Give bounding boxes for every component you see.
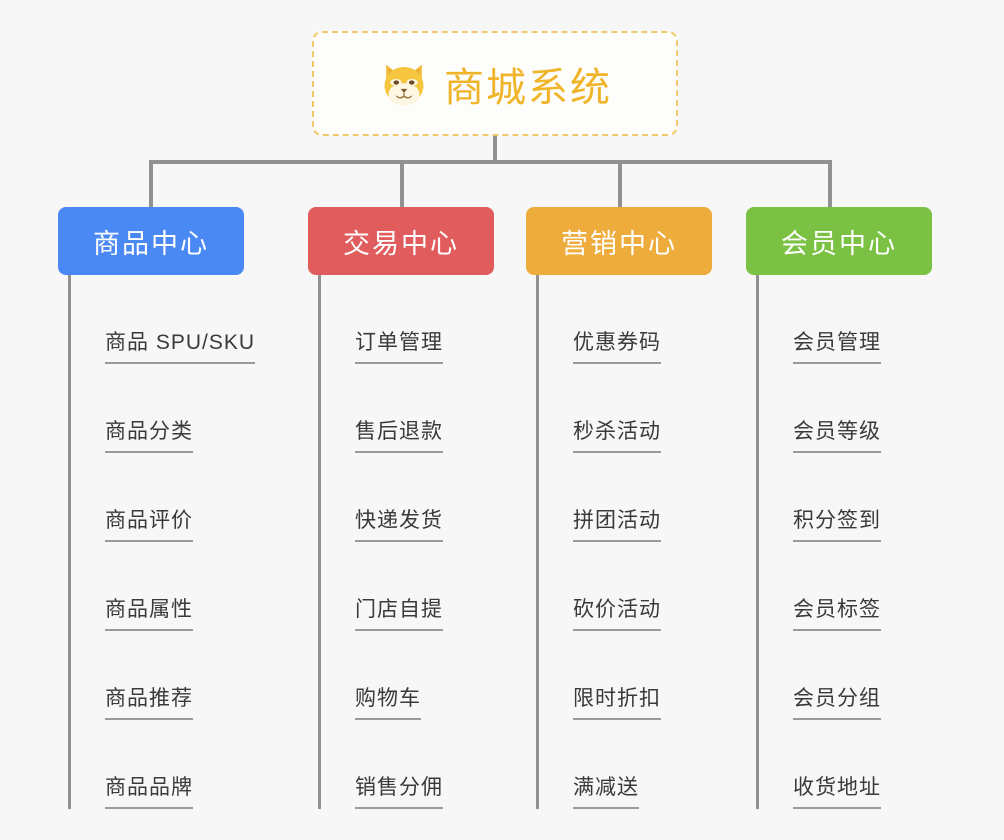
- leaf-item[interactable]: 商品 SPU/SKU: [71, 275, 256, 364]
- branch-column-4: 会员中心 会员管理 会员等级 积分签到 会员标签 会员分组 收货地址: [746, 207, 936, 809]
- category-header-4[interactable]: 会员中心: [746, 207, 932, 275]
- leaf-item[interactable]: 积分签到: [759, 453, 936, 542]
- leaf-item[interactable]: 收货地址: [759, 720, 936, 809]
- leaf-label: 积分签到: [793, 509, 881, 542]
- connector-horizontal-bus: [149, 160, 832, 164]
- leaf-label: 会员分组: [793, 687, 881, 720]
- leaf-item[interactable]: 商品属性: [71, 542, 248, 631]
- branch-column-3: 营销中心 优惠券码 秒杀活动 拼团活动 砍价活动 限时折扣 满减送: [526, 207, 716, 809]
- leaf-item[interactable]: 秒杀活动: [539, 364, 716, 453]
- leaf-item[interactable]: 会员分组: [759, 631, 936, 720]
- connector-drop-2: [400, 160, 404, 207]
- root-title: 商城系统: [444, 65, 612, 110]
- category-header-2[interactable]: 交易中心: [308, 207, 494, 275]
- connector-drop-1: [149, 160, 153, 207]
- leaf-label: 快递发货: [355, 509, 443, 542]
- leaf-label: 秒杀活动: [573, 420, 661, 453]
- leaf-label: 门店自提: [355, 598, 443, 631]
- leaf-list-1: 商品 SPU/SKU 商品分类 商品评价 商品属性 商品推荐 商品品牌: [68, 275, 256, 809]
- leaf-label: 拼团活动: [573, 509, 661, 542]
- leaf-item[interactable]: 会员标签: [759, 542, 936, 631]
- branch-column-2: 交易中心 订单管理 售后退款 快递发货 门店自提 购物车 销售分佣: [308, 207, 498, 809]
- leaf-label: 商品品牌: [105, 776, 193, 809]
- leaf-label: 收货地址: [793, 776, 881, 809]
- leaf-item[interactable]: 限时折扣: [539, 631, 716, 720]
- leaf-item[interactable]: 订单管理: [321, 275, 498, 364]
- connector-drop-4: [828, 160, 832, 207]
- leaf-label: 限时折扣: [573, 687, 661, 720]
- leaf-item[interactable]: 购物车: [321, 631, 498, 720]
- leaf-item[interactable]: 会员等级: [759, 364, 936, 453]
- leaf-list-3: 优惠券码 秒杀活动 拼团活动 砍价活动 限时折扣 满减送: [536, 275, 716, 809]
- shiba-dog-icon: [378, 58, 430, 110]
- leaf-item[interactable]: 商品分类: [71, 364, 248, 453]
- leaf-label: 订单管理: [355, 331, 443, 364]
- leaf-label: 商品分类: [105, 420, 193, 453]
- leaf-item[interactable]: 砍价活动: [539, 542, 716, 631]
- connector-root-stem: [493, 136, 497, 163]
- leaf-label: 购物车: [355, 687, 421, 720]
- leaf-label: 商品评价: [105, 509, 193, 542]
- leaf-item[interactable]: 商品评价: [71, 453, 248, 542]
- leaf-item[interactable]: 快递发货: [321, 453, 498, 542]
- connector-drop-3: [618, 160, 622, 207]
- leaf-item[interactable]: 会员管理: [759, 275, 936, 364]
- leaf-list-4: 会员管理 会员等级 积分签到 会员标签 会员分组 收货地址: [756, 275, 936, 809]
- leaf-label: 优惠券码: [573, 331, 661, 364]
- leaf-item[interactable]: 商品推荐: [71, 631, 248, 720]
- leaf-label: 售后退款: [355, 420, 443, 453]
- leaf-label: 满减送: [573, 776, 639, 809]
- leaf-item[interactable]: 优惠券码: [539, 275, 716, 364]
- leaf-item[interactable]: 满减送: [539, 720, 716, 809]
- category-header-3[interactable]: 营销中心: [526, 207, 712, 275]
- leaf-item[interactable]: 销售分佣: [321, 720, 498, 809]
- leaf-item[interactable]: 拼团活动: [539, 453, 716, 542]
- leaf-item[interactable]: 门店自提: [321, 542, 498, 631]
- leaf-label: 商品 SPU/SKU: [105, 331, 256, 364]
- leaf-label: 砍价活动: [573, 598, 661, 631]
- leaf-label: 会员等级: [793, 420, 881, 453]
- leaf-label: 商品属性: [105, 598, 193, 631]
- leaf-label: 会员标签: [793, 598, 881, 631]
- leaf-label: 会员管理: [793, 331, 881, 364]
- root-node[interactable]: 商城系统: [312, 31, 678, 136]
- category-header-1[interactable]: 商品中心: [58, 207, 244, 275]
- leaf-label: 销售分佣: [355, 776, 443, 809]
- leaf-item[interactable]: 商品品牌: [71, 720, 248, 809]
- branch-column-1: 商品中心 商品 SPU/SKU 商品分类 商品评价 商品属性 商品推荐 商品品牌: [58, 207, 256, 809]
- leaf-item[interactable]: 售后退款: [321, 364, 498, 453]
- leaf-label: 商品推荐: [105, 687, 193, 720]
- leaf-list-2: 订单管理 售后退款 快递发货 门店自提 购物车 销售分佣: [318, 275, 498, 809]
